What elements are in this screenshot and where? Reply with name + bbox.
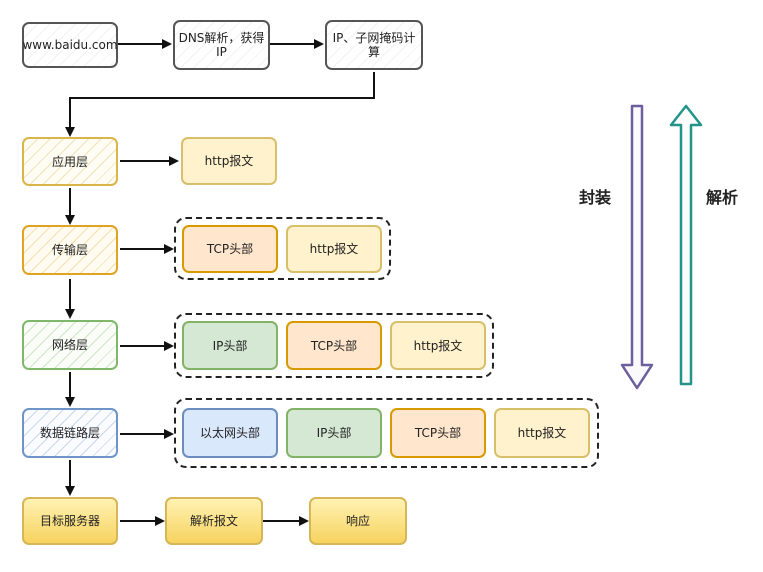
packet-app-http: http报文 bbox=[181, 137, 277, 185]
packet-label: TCP头部 bbox=[310, 338, 358, 353]
parse-arrow bbox=[669, 104, 703, 386]
node-respond: 响应 bbox=[309, 497, 407, 545]
node-dns: DNS解析，获得 IP bbox=[173, 20, 270, 70]
packet-label: TCP头部 bbox=[414, 426, 462, 440]
packet-datalink-ip: IP头部 bbox=[286, 408, 382, 458]
parse-label: 解析 bbox=[706, 188, 739, 207]
layer-application: 应用层 bbox=[22, 137, 118, 186]
packet-label: IP头部 bbox=[212, 338, 248, 353]
node-target-server-label: 目标服务器 bbox=[39, 514, 100, 528]
node-dns-label: DNS解析，获得 IP bbox=[178, 31, 265, 59]
packet-transport-tcp: TCP头部 bbox=[182, 225, 278, 273]
encapsulate-arrow bbox=[620, 104, 654, 390]
arrow-ip-to-app-layer bbox=[65, 72, 375, 137]
packet-label: http报文 bbox=[309, 242, 359, 256]
packet-datalink-tcp: TCP头部 bbox=[390, 408, 486, 458]
layer-transport-label: 传输层 bbox=[51, 243, 88, 257]
node-ip-calc: IP、子网掩码计 算 bbox=[325, 20, 423, 70]
node-parse-message: 解析报文 bbox=[165, 497, 263, 545]
layer-transport: 传输层 bbox=[22, 225, 118, 275]
packet-group-datalink bbox=[174, 398, 599, 468]
packet-network-http: http报文 bbox=[390, 321, 486, 370]
layer-network: 网络层 bbox=[22, 320, 118, 370]
packet-label: http报文 bbox=[517, 426, 567, 440]
packet-label: http报文 bbox=[413, 338, 463, 353]
node-respond-label: 响应 bbox=[345, 514, 370, 528]
packet-datalink-ethernet: 以太网头部 bbox=[182, 408, 278, 458]
packet-network-ip: IP头部 bbox=[182, 321, 278, 370]
node-ip-calc-label: IP、子网掩码计 算 bbox=[332, 31, 416, 59]
layer-datalink: 数据链路层 bbox=[22, 408, 118, 458]
layer-application-label: 应用层 bbox=[51, 154, 88, 169]
layer-network-label: 网络层 bbox=[51, 338, 88, 352]
packet-label: TCP头部 bbox=[206, 242, 254, 256]
packet-group-network bbox=[174, 313, 494, 378]
encapsulate-label: 封装 bbox=[579, 188, 612, 207]
packet-label: 以太网头部 bbox=[199, 426, 260, 440]
packet-label: IP头部 bbox=[316, 426, 352, 440]
packet-label: http报文 bbox=[204, 154, 254, 168]
packet-transport-http: http报文 bbox=[286, 225, 382, 273]
node-parse-message-label: 解析报文 bbox=[189, 514, 238, 528]
node-url: www.baidu.com bbox=[22, 22, 118, 68]
packet-network-tcp: TCP头部 bbox=[286, 321, 382, 370]
node-url-label: www.baidu.com bbox=[22, 38, 118, 52]
layer-datalink-label: 数据链路层 bbox=[39, 426, 100, 440]
packet-group-transport bbox=[174, 217, 391, 280]
node-target-server: 目标服务器 bbox=[22, 497, 118, 545]
packet-datalink-http: http报文 bbox=[494, 408, 590, 458]
